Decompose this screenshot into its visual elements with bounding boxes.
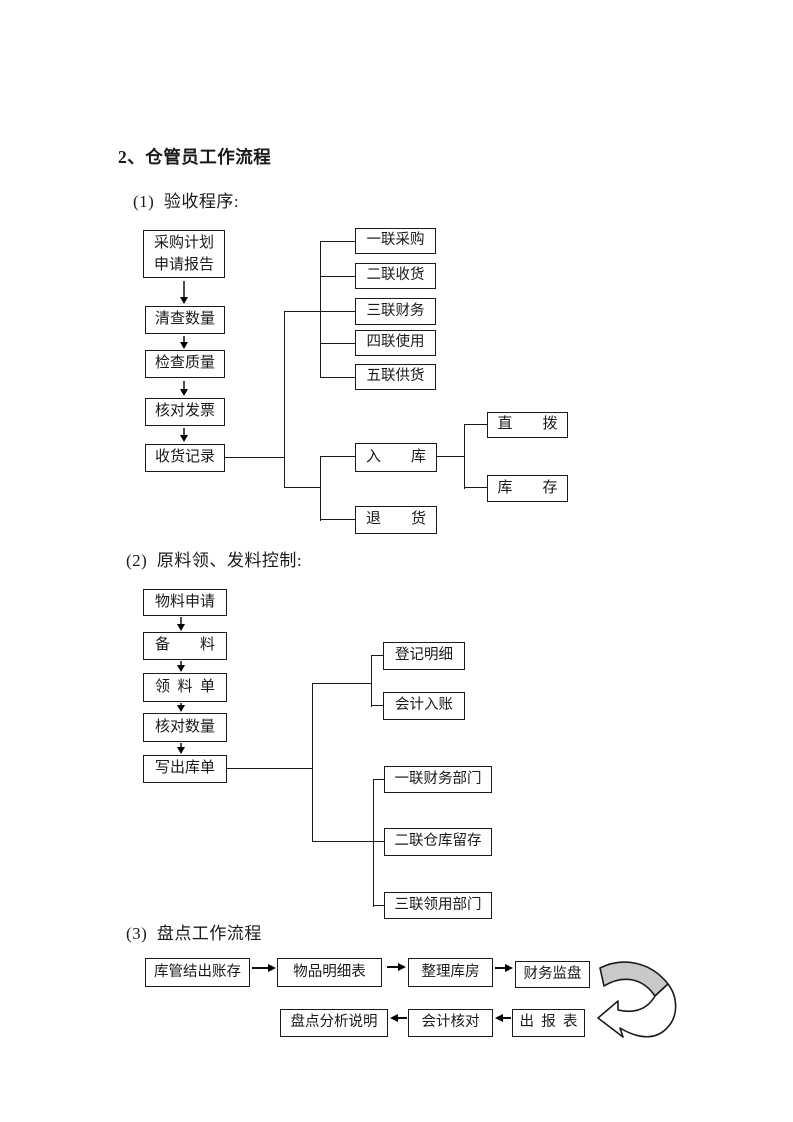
box-warehouse-in: 入 库 — [355, 443, 437, 472]
connector-line — [320, 276, 355, 278]
right-arrow-icon — [495, 963, 513, 973]
box-write-outbound-order: 写出库单 — [143, 755, 227, 783]
box-keeper-balance: 库管结出账存 — [145, 958, 250, 987]
left-arrow-icon — [495, 1013, 511, 1023]
connector-line — [464, 424, 488, 426]
box-receipt-record: 收货记录 — [145, 444, 225, 472]
connector-line — [320, 456, 322, 521]
box-picking-list: 领 料 单 — [143, 673, 227, 702]
box-purchase-plan-line2: 申请报告 — [153, 257, 214, 273]
box-return-goods: 退 货 — [355, 506, 437, 534]
box-verify-invoice: 核对发票 — [145, 398, 225, 426]
box-item-detail-list: 物品明细表 — [277, 958, 382, 987]
page-title: 2、仓管员工作流程 — [118, 147, 272, 167]
connector-line — [320, 311, 355, 313]
down-arrow-icon — [179, 336, 189, 349]
down-arrow-icon — [179, 381, 189, 396]
connector-line — [371, 655, 373, 707]
box-check-quantity: 清查数量 — [145, 306, 225, 334]
connector-line — [320, 343, 355, 345]
connector-line — [284, 487, 321, 489]
section3-heading: (3) 盘点工作流程 — [126, 924, 262, 943]
box-copy2-receiving: 二联收货 — [355, 263, 436, 289]
connector-line — [284, 311, 321, 313]
connector-line — [371, 655, 384, 657]
connector-line — [373, 779, 385, 781]
down-arrow-icon — [176, 661, 186, 672]
down-arrow-icon — [179, 428, 189, 442]
u-turn-arrow-icon — [597, 961, 677, 1038]
connector-line — [437, 456, 465, 458]
connector-line — [373, 779, 375, 907]
box-direct-allocation: 直 拨 — [487, 412, 568, 438]
connector-line — [320, 241, 355, 243]
box-accounting-entry: 会计入账 — [383, 692, 465, 720]
section1-heading: (1) 验收程序: — [133, 192, 240, 211]
box-tidy-warehouse: 整理库房 — [408, 958, 493, 987]
box-register-detail: 登记明细 — [383, 642, 465, 670]
box-copy3-requisition-dept: 三联领用部门 — [384, 892, 492, 919]
down-arrow-icon — [179, 281, 189, 304]
box-check-quality: 检查质量 — [145, 350, 225, 378]
box-purchase-plan-line1: 采购计划 — [153, 235, 214, 251]
connector-line — [312, 683, 314, 842]
box-analysis-note: 盘点分析说明 — [280, 1009, 388, 1037]
box-copy5-supply: 五联供货 — [355, 364, 436, 390]
connector-line — [227, 768, 313, 770]
down-arrow-icon — [176, 743, 186, 754]
box-output-report: 出 报 表 — [512, 1009, 585, 1037]
box-copy3-finance: 三联财务 — [355, 298, 436, 325]
down-arrow-icon — [176, 703, 186, 712]
connector-line — [371, 705, 384, 707]
connector-line — [464, 487, 488, 489]
connector-line — [464, 424, 466, 489]
right-arrow-icon — [252, 963, 276, 973]
connector-line — [320, 241, 322, 378]
down-arrow-icon — [176, 617, 186, 631]
box-copy2-warehouse-keep: 二联仓库留存 — [384, 828, 492, 856]
connector-line — [320, 456, 355, 458]
connector-line — [373, 905, 385, 907]
box-purchase-plan-report: 采购计划 申请报告 — [143, 230, 225, 278]
box-prepare-material: 备 料 — [143, 632, 227, 660]
box-copy1-purchase: 一联采购 — [355, 228, 436, 254]
box-verify-quantity: 核对数量 — [143, 713, 227, 742]
left-arrow-icon — [390, 1013, 407, 1023]
connector-line — [284, 311, 286, 488]
connector-line — [312, 683, 372, 685]
box-copy1-finance-dept: 一联财务部门 — [384, 766, 492, 793]
connector-line — [312, 841, 384, 843]
connector-line — [320, 519, 355, 521]
section2-heading: (2) 原料领、发料控制: — [126, 551, 303, 570]
connector-line — [320, 377, 355, 379]
box-finance-supervision: 财务监盘 — [515, 961, 590, 988]
right-arrow-icon — [387, 962, 406, 972]
box-stock: 库 存 — [487, 475, 568, 502]
box-copy4-use: 四联使用 — [355, 330, 436, 356]
box-material-request: 物料申请 — [143, 589, 227, 616]
box-accounting-check: 会计核对 — [408, 1009, 493, 1037]
connector-line — [225, 457, 285, 459]
